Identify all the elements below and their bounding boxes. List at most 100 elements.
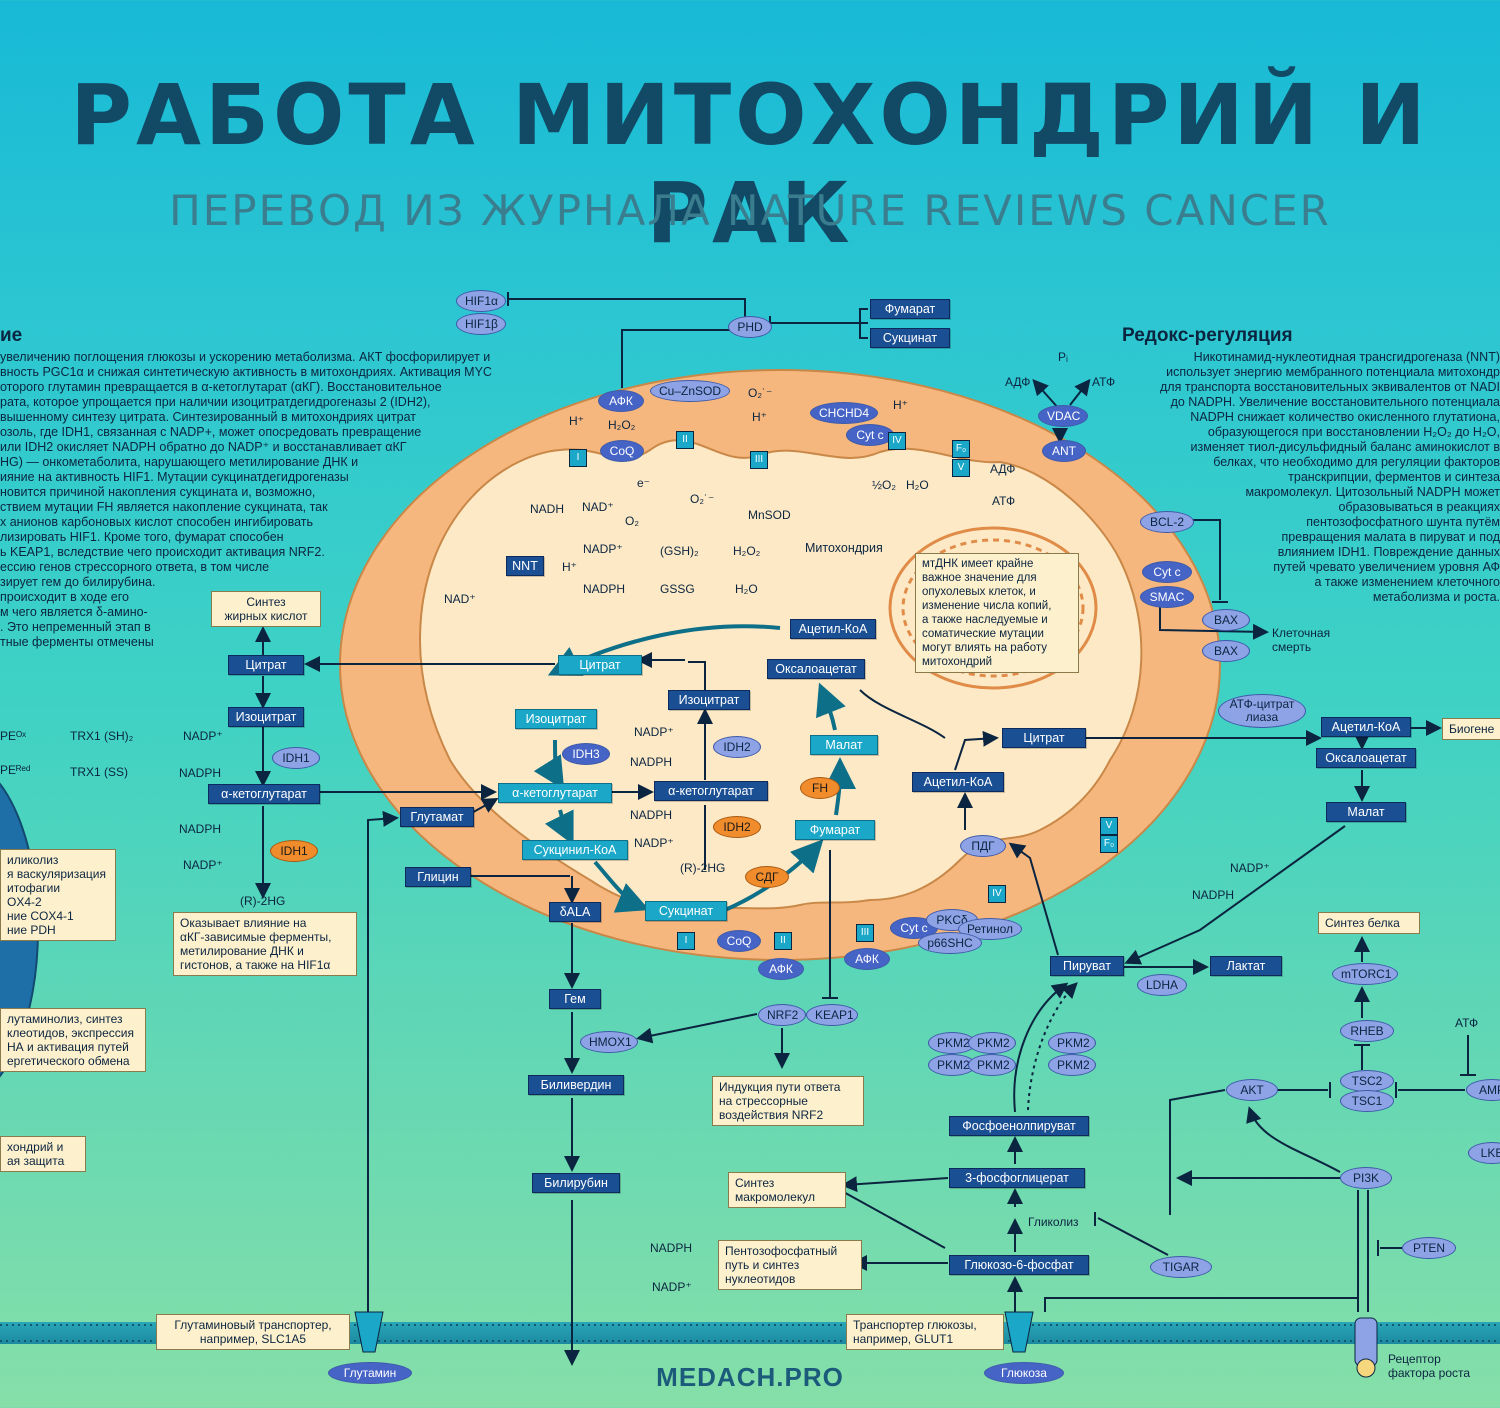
label-atf-in: АТФ — [992, 494, 1016, 508]
malat-in-box: Малат — [810, 735, 878, 755]
label-receptor: Рецептор фактора роста — [1388, 1352, 1471, 1380]
pdg-oval: ПДГ — [960, 835, 1006, 857]
complex-i-bottom: I — [677, 932, 695, 950]
label-e-minus: e⁻ — [637, 476, 651, 490]
ant-oval: ANT — [1042, 440, 1086, 462]
mtorc1-oval: mTORC1 — [1332, 963, 1398, 985]
label-r2hg-mid: (R)-2HG — [680, 861, 726, 875]
fosfoenol-box: Фосфоенолпируват — [949, 1116, 1089, 1136]
sintez-zhir-note: Синтез жирных кислот — [211, 591, 321, 627]
label-nadp-plus-3: NADP⁺ — [634, 836, 674, 850]
glutamat-box: Глутамат — [400, 807, 474, 827]
cytc-top-oval: Cyt c — [846, 424, 894, 446]
left-section-text: увеличению поглощения глюкозы и ускорени… — [0, 350, 492, 649]
dala-box: δALA — [549, 902, 601, 922]
sukcinat-top-box: Сукцинат — [870, 328, 950, 348]
label-h2o-mid: H₂O — [735, 582, 758, 596]
label-adf-in: АДФ — [990, 462, 1016, 476]
smac-oval: SMAC — [1140, 586, 1194, 608]
label-gsh: (GSH)₂ — [660, 544, 699, 558]
label-half-o2: ½O₂ — [872, 478, 896, 492]
atp-citrat-oval: АТФ-цитрат лиаза — [1218, 694, 1306, 728]
complex-ii-top: II — [676, 431, 694, 449]
label-nadp-plus-1: NADP⁺ — [583, 542, 623, 556]
tsc1-oval: TSC1 — [1340, 1090, 1394, 1112]
malat-right-box: Малат — [1326, 802, 1406, 822]
mitochondrion-label: Митохондрия — [805, 541, 883, 555]
label-h-plus-nnt: H⁺ — [562, 560, 577, 574]
vdac-oval: VDAC — [1038, 405, 1088, 427]
complex-iv-top: IV — [888, 432, 906, 450]
biogen-note: Биогене — [1442, 718, 1500, 740]
label-pi: Pᵢ — [1058, 350, 1068, 364]
label-nadp-plus-4: NADP⁺ — [183, 729, 223, 743]
label-o2: O₂ — [625, 514, 639, 528]
glicin-box: Глицин — [405, 867, 471, 887]
label-nadp-plus-5: NADP⁺ — [183, 858, 223, 872]
complex-f0-right: F₀ — [1100, 835, 1118, 853]
pkm2-4: PKM2 — [968, 1054, 1016, 1076]
label-trx1-ss: TRX1 (SS) — [70, 765, 129, 779]
label-pe-red: PEᴿᵉᵈ — [0, 763, 31, 777]
idh2-b-oval: IDH2 — [713, 816, 761, 838]
mtdna-helix — [888, 526, 1098, 690]
sukcinil-box: Сукцинил-КоА — [522, 840, 628, 860]
pten-oval: PTEN — [1402, 1237, 1456, 1259]
nrf2-oval: NRF2 — [758, 1004, 806, 1026]
nnt-box: NNT — [506, 556, 544, 576]
pkm2-3: PKM2 — [928, 1054, 976, 1076]
piruvat-box: Пируват — [1050, 956, 1124, 976]
glucose-transporter — [1004, 1311, 1034, 1353]
tsc2-oval: TSC2 — [1340, 1070, 1394, 1092]
cuznsod-oval: Cu–ZnSOD — [650, 380, 730, 402]
glutamine-transporter — [354, 1311, 384, 1353]
hmox1-oval: HMOX1 — [580, 1031, 638, 1053]
label-kletochnaya-smert: Клеточная смерть — [1272, 626, 1331, 654]
complex-v-right: V — [1100, 817, 1118, 835]
laktat-box: Лактат — [1210, 956, 1282, 976]
izocitrat-in-box: Изоцитрат — [515, 709, 597, 729]
label-nadp-plus-6: NADP⁺ — [1230, 861, 1270, 875]
idh3-oval: IDH3 — [562, 743, 610, 765]
hif1b-oval: HIF1β — [456, 313, 506, 335]
complex-iv-bottom: IV — [988, 885, 1006, 903]
cytc-right-oval: Cyt c — [1142, 561, 1192, 583]
bax2-oval: BAX — [1202, 640, 1250, 662]
label-h-plus-2: H⁺ — [752, 410, 767, 424]
afk-b2-oval: АФК — [844, 948, 890, 970]
label-atf-right: АТФ — [1455, 1016, 1479, 1030]
pkm2-6: PKM2 — [1048, 1054, 1096, 1076]
coq-top-oval: CoQ — [600, 440, 644, 462]
label-nadph-3: NADPH — [630, 808, 673, 822]
label-gssg: GSSG — [660, 582, 695, 596]
left-b-note: лутаминолиз, синтез клеотидов, экспресси… — [0, 1008, 146, 1072]
hif1a-oval: HIF1α — [456, 290, 506, 312]
page-subtitle: ПЕРЕВОД ИЗ ЖУРНАЛА NATURE REVIEWS CANCER — [169, 186, 1331, 235]
label-h-plus-3: H⁺ — [893, 398, 908, 412]
idh1-cyto-oval: IDH1 — [272, 747, 320, 769]
lkb-oval: LKB — [1468, 1142, 1500, 1164]
label-nadp-plus-7: NADP⁺ — [652, 1280, 692, 1294]
fosfoglicerat-box: 3-фосфоглицерат — [949, 1168, 1085, 1188]
label-h2o2-mid: H₂O₂ — [733, 544, 761, 558]
label-h-plus-1: H⁺ — [569, 414, 584, 428]
fumarat-in-box: Фумарат — [795, 820, 875, 840]
label-nadph-7: NADPH — [650, 1241, 693, 1255]
label-trx1-sh: TRX1 (SH)₂ — [70, 729, 134, 743]
label-nadp-plus-2: NADP⁺ — [634, 725, 674, 739]
label-nadph-1: NADPH — [583, 582, 626, 596]
label-h2o2-top: H₂O₂ — [608, 418, 636, 432]
oxaloacetat-right-box: Оксалоацетат — [1316, 748, 1416, 768]
complex-iii-top: III — [750, 451, 768, 469]
left-section-title: ие — [0, 325, 23, 346]
label-o2rad-top: O₂˙⁻ — [748, 386, 773, 400]
idh1-note: Оказывает влияние на αКГ-зависимые ферме… — [173, 912, 357, 976]
glut-trans-note: Глутаминовый транспортер, например, SLC1… — [156, 1314, 350, 1350]
complex-iii-bottom: III — [856, 924, 874, 942]
complex-ii-bottom: II — [774, 932, 792, 950]
fh-oval: FH — [800, 777, 840, 799]
pentozo-note: Пентозофосфатный путь и синтез нуклеотид… — [718, 1240, 862, 1290]
bilirubin-box: Билирубин — [532, 1173, 620, 1193]
label-nadph-4: NADPH — [179, 766, 222, 780]
label-atf-out: АТФ — [1092, 375, 1116, 389]
